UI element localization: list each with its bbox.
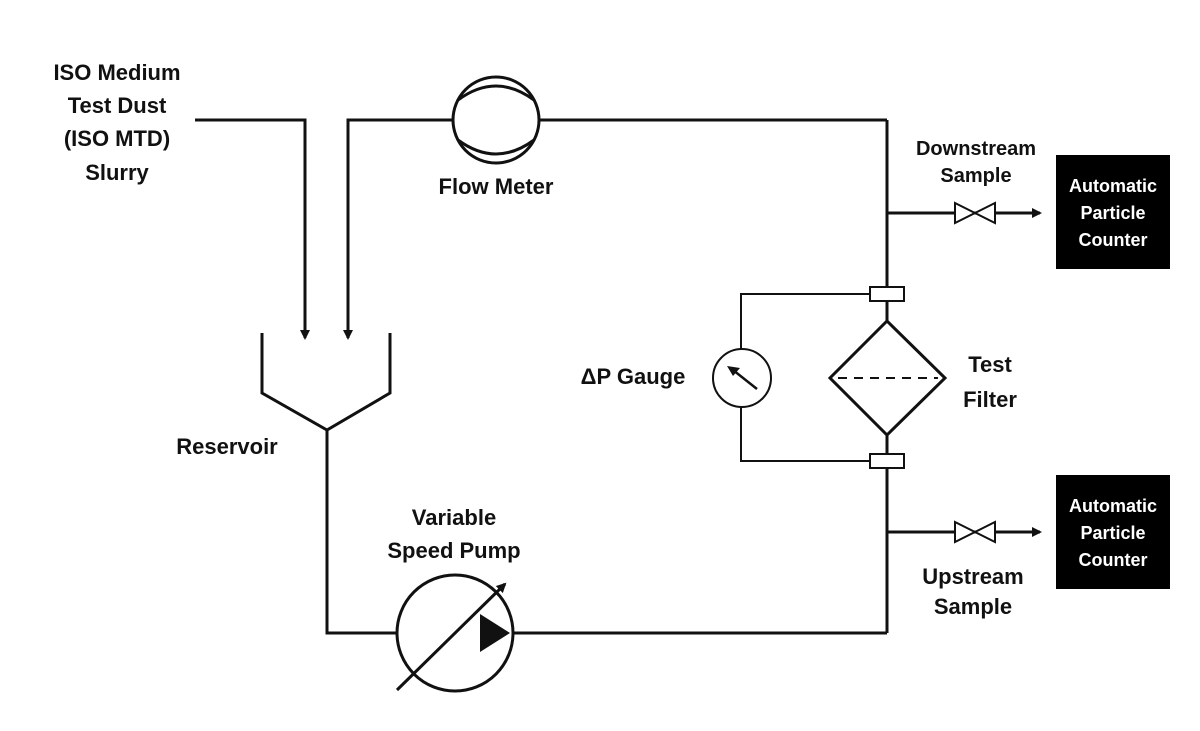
- particle-counter-top-box: [1056, 155, 1170, 269]
- particle-counter-bottom-label-3: Counter: [1079, 550, 1148, 570]
- test-filter-label-1: Test: [968, 352, 1012, 377]
- downstream-sample-label-1: Downstream: [916, 138, 1036, 160]
- filter-connector-top: [869, 286, 905, 302]
- reservoir-outlet-pipe: [325, 430, 397, 635]
- pump-label-2: Speed Pump: [387, 538, 520, 563]
- upstream-sample-label-1: Upstream: [922, 564, 1023, 589]
- particle-counter-bottom-label-1: Automatic: [1069, 496, 1157, 516]
- slurry-label-3: (ISO MTD): [64, 126, 170, 151]
- return-line: [343, 118, 453, 340]
- downstream-valve-icon: [954, 201, 996, 225]
- pump-label-1: Variable: [412, 505, 496, 530]
- slurry-label-1: ISO Medium: [53, 60, 180, 85]
- reservoir-label: Reservoir: [176, 434, 278, 459]
- gauge-line-bottom: [740, 407, 870, 462]
- particle-counter-bottom-box: [1056, 475, 1170, 589]
- particle-counter-bottom-label-2: Particle: [1080, 523, 1145, 543]
- dp-gauge-icon: [712, 348, 772, 408]
- dp-gauge-label: ΔP Gauge: [581, 364, 686, 389]
- reservoir-icon: [260, 333, 392, 432]
- variable-speed-pump-icon: [395, 573, 515, 693]
- flow-meter-icon: [451, 75, 541, 165]
- particle-counter-top-label-2: Particle: [1080, 203, 1145, 223]
- flow-meter-label: Flow Meter: [439, 174, 554, 199]
- upstream-sample-label-2: Sample: [934, 594, 1012, 619]
- filter-connector-bottom: [869, 453, 905, 469]
- upstream-valve-icon: [954, 520, 996, 544]
- test-filter-label-2: Filter: [963, 387, 1017, 412]
- gauge-line-top: [740, 293, 870, 349]
- downstream-sample-label-2: Sample: [940, 165, 1011, 187]
- test-filter-icon: [827, 318, 948, 438]
- slurry-label-2: Test Dust: [68, 93, 167, 118]
- particle-counter-top-label-1: Automatic: [1069, 176, 1157, 196]
- slurry-label-4: Slurry: [85, 160, 149, 185]
- slurry-feed-line: [195, 118, 310, 340]
- particle-counter-top-label-3: Counter: [1079, 230, 1148, 250]
